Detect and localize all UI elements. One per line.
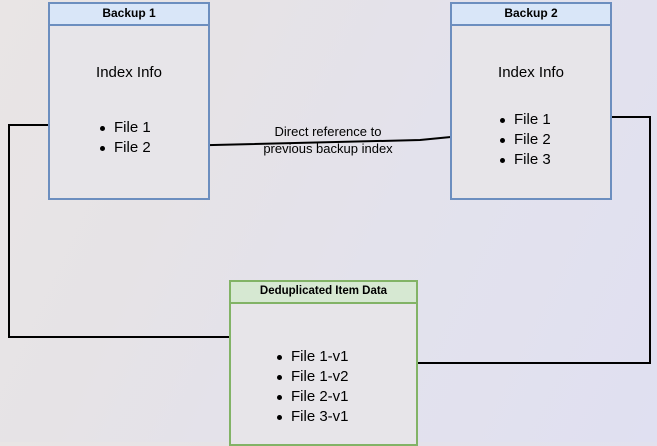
backup-2-file-list: File 1 File 2 File 3 [498, 110, 551, 170]
list-item: File 2 [498, 130, 551, 150]
list-item: File 2-v1 [275, 387, 349, 407]
node-backup-2-body: Index Info File 1 File 2 File 3 [452, 26, 610, 198]
list-item: File 3 [498, 150, 551, 170]
list-item: File 1-v1 [275, 347, 349, 367]
list-item: File 3-v1 [275, 407, 349, 427]
list-item: File 1 [98, 118, 151, 138]
node-deduplicated-item-data-body: File 1-v1 File 1-v2 File 2-v1 File 3-v1 [231, 304, 416, 444]
node-deduplicated-item-data[interactable]: Deduplicated Item Data File 1-v1 File 1-… [229, 280, 418, 446]
node-backup-1[interactable]: Backup 1 Index Info File 1 File 2 [48, 2, 210, 200]
list-item: File 1-v2 [275, 367, 349, 387]
node-backup-2[interactable]: Backup 2 Index Info File 1 File 2 File 3 [450, 2, 612, 200]
backup-2-index-info-label: Index Info [498, 64, 564, 81]
backup-1-file-list: File 1 File 2 [98, 118, 151, 158]
list-item: File 1 [498, 110, 551, 130]
annotation-direct-reference: Direct reference to previous backup inde… [263, 124, 393, 156]
deduplicated-file-list: File 1-v1 File 1-v2 File 2-v1 File 3-v1 [275, 347, 349, 427]
node-backup-1-body: Index Info File 1 File 2 [50, 26, 208, 198]
node-backup-2-header: Backup 2 [452, 4, 610, 26]
backup-1-index-info-label: Index Info [96, 64, 162, 81]
node-backup-1-header: Backup 1 [50, 4, 208, 26]
node-deduplicated-item-data-header: Deduplicated Item Data [231, 282, 416, 304]
list-item: File 2 [98, 138, 151, 158]
